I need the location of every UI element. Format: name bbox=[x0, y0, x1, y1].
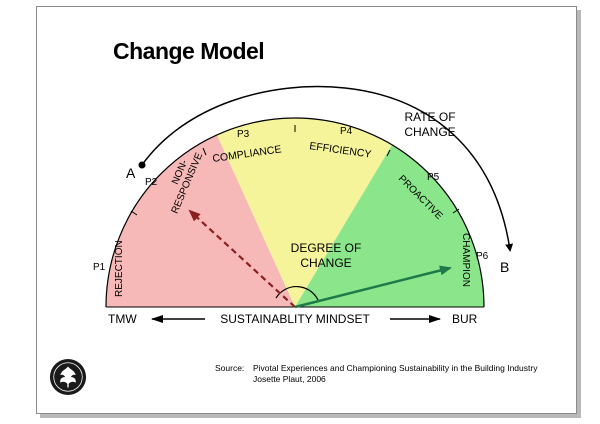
source-citation: Source: Pivotal Experiences and Championi… bbox=[215, 363, 537, 385]
slide-title: Change Model bbox=[113, 38, 265, 64]
degree-label-line1: DEGREE OF bbox=[291, 241, 362, 255]
zone-champion-label: CHAMPION bbox=[460, 233, 471, 287]
source-title: Pivotal Experiences and Championing Sust… bbox=[253, 363, 538, 373]
tick-1 bbox=[130, 210, 138, 216]
phase-p6: P6 bbox=[476, 251, 489, 262]
zone-rejection-label: REJECTION bbox=[114, 240, 125, 297]
source-author: Josette Plaut, 2006 bbox=[253, 374, 326, 384]
phase-p4: P4 bbox=[340, 126, 353, 137]
phase-p1: P1 bbox=[93, 262, 106, 273]
dashed-arrow-non-responsive bbox=[188, 209, 296, 308]
mindset-right-label: BUR bbox=[452, 312, 478, 326]
tick-4 bbox=[386, 149, 391, 157]
rate-of-change-arc bbox=[141, 85, 514, 252]
phase-p2: P2 bbox=[145, 177, 158, 188]
solid-arrow-champion bbox=[294, 265, 452, 309]
phase-p5: P5 bbox=[427, 172, 440, 183]
gauge-outline bbox=[105, 117, 485, 308]
tick-2 bbox=[202, 147, 207, 156]
source-line1: Source: Pivotal Experiences and Championi… bbox=[215, 363, 537, 374]
point-a-label: A bbox=[126, 165, 136, 181]
degree-label-line2: CHANGE bbox=[300, 256, 351, 270]
usgbc-logo-icon bbox=[49, 358, 87, 396]
zone-yellow bbox=[217, 118, 392, 307]
rate-label-line2: CHANGE bbox=[404, 125, 455, 139]
mindset-left-label: TMW bbox=[108, 312, 137, 326]
point-b-label: B bbox=[500, 259, 509, 275]
tick-5 bbox=[452, 208, 460, 214]
phase-p3: P3 bbox=[237, 129, 250, 140]
rate-start-dot bbox=[138, 161, 146, 169]
rate-label-line1: RATE OF bbox=[404, 110, 455, 124]
source-label: Source: bbox=[215, 363, 245, 373]
mindset-center-label: SUSTAINABLITY MINDSET bbox=[220, 312, 370, 326]
zone-green bbox=[295, 145, 484, 307]
source-line2: Josette Plaut, 2006 bbox=[215, 374, 537, 385]
